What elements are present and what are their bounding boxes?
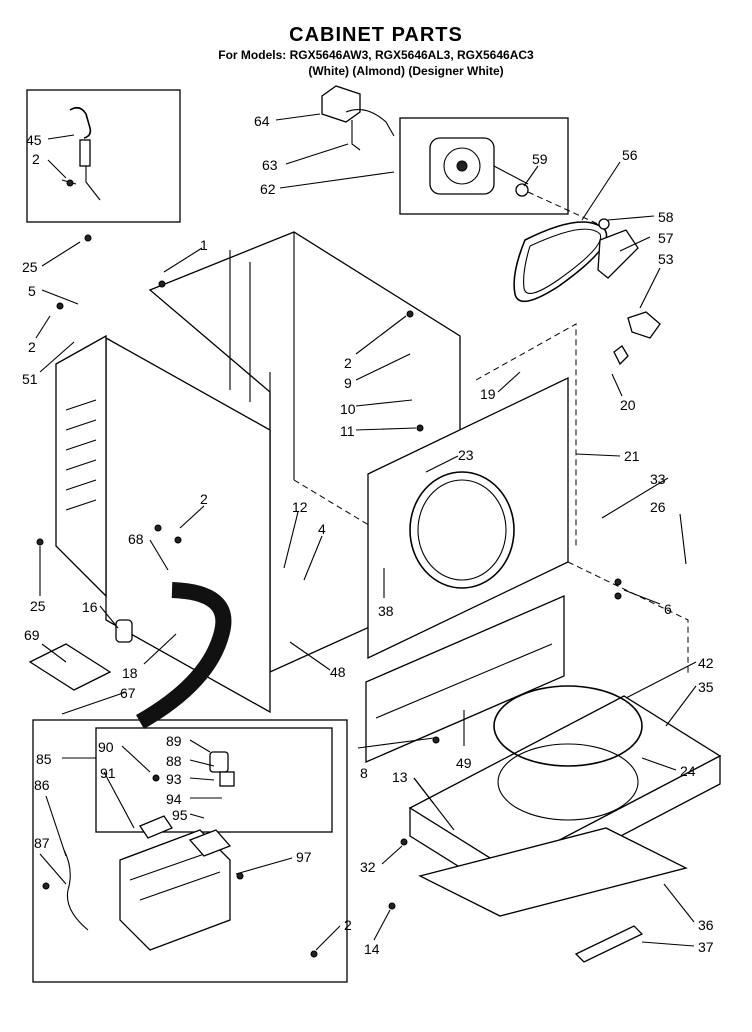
callout-67: 67	[120, 685, 136, 701]
callout-23: 23	[458, 447, 474, 463]
callout-62: 62	[260, 181, 276, 197]
callout-10: 10	[340, 401, 356, 417]
callout-9: 9	[344, 375, 352, 391]
callout-56: 56	[622, 147, 638, 163]
callout-24: 24	[680, 763, 696, 779]
callout-45: 45	[26, 132, 42, 148]
inset-box-motor	[399, 117, 569, 215]
callout-64: 64	[254, 113, 270, 129]
leader-lines	[35, 113, 697, 951]
callout-2d: 2	[200, 491, 208, 507]
callout-19: 19	[480, 386, 496, 402]
inset-box-gas-valve	[32, 719, 348, 983]
small-parts	[28, 619, 644, 963]
inset-box-burner-sensor	[26, 89, 181, 223]
toe-panel	[365, 595, 565, 763]
callout-36: 36	[698, 917, 714, 933]
diagram-title: CABINET PARTS	[289, 24, 463, 46]
exhaust-duct	[136, 582, 232, 729]
callout-4: 4	[318, 521, 326, 537]
drive-belt	[513, 221, 608, 303]
callout-12: 12	[292, 499, 308, 515]
callout-53: 53	[658, 251, 674, 267]
callout-2e: 2	[344, 917, 352, 933]
callout-20: 20	[620, 397, 636, 413]
callout-25a: 25	[22, 259, 38, 275]
callout-91: 91	[100, 765, 116, 781]
callout-6: 6	[664, 601, 672, 617]
front-panel	[367, 323, 689, 676]
base-assembly	[408, 685, 722, 917]
callout-21: 21	[624, 448, 640, 464]
callout-14: 14	[364, 941, 380, 957]
callout-57: 57	[658, 230, 674, 246]
callout-25b: 25	[30, 598, 46, 614]
callout-8: 8	[360, 765, 368, 781]
callout-94: 94	[166, 791, 182, 807]
callout-16: 16	[82, 599, 98, 615]
callout-labels: 45 2 64 63 62 59 56 58 57 53 1 25 5 2 51…	[22, 113, 714, 957]
callout-2c: 2	[344, 355, 352, 371]
callout-35: 35	[698, 679, 714, 695]
callout-1: 1	[200, 237, 208, 253]
side-panel	[105, 336, 271, 714]
callout-26: 26	[650, 499, 666, 515]
callout-63: 63	[262, 157, 278, 173]
drive-motor	[429, 137, 599, 225]
callout-5: 5	[28, 283, 36, 299]
fasteners	[36, 179, 622, 958]
callout-18: 18	[122, 665, 138, 681]
model-colors: (White) (Almond) (Designer White)	[308, 64, 504, 78]
callout-11: 11	[340, 423, 355, 439]
callout-59: 59	[532, 151, 548, 167]
idler-parts	[597, 218, 661, 366]
callout-68: 68	[128, 531, 144, 547]
callout-90: 90	[98, 739, 114, 755]
motor-bracket	[321, 85, 395, 151]
model-list: For Models: RGX5646AW3, RGX5646AL3, RGX5…	[218, 48, 534, 62]
callout-2a: 2	[32, 151, 40, 167]
callout-88: 88	[166, 753, 182, 769]
callout-33: 33	[650, 471, 666, 487]
callout-86: 86	[34, 777, 50, 793]
callout-48: 48	[330, 664, 346, 680]
callout-32: 32	[360, 859, 376, 875]
callout-89: 89	[166, 733, 182, 749]
callout-49: 49	[456, 755, 472, 771]
callout-85: 85	[36, 751, 52, 767]
callout-2b: 2	[28, 339, 36, 355]
rear-panel	[55, 334, 107, 598]
callout-93: 93	[166, 771, 182, 787]
callout-38: 38	[378, 603, 394, 619]
callout-87: 87	[34, 835, 50, 851]
callout-51: 51	[22, 371, 38, 387]
callout-95: 95	[172, 807, 188, 823]
sensor-part	[61, 106, 101, 201]
callout-13: 13	[392, 769, 408, 785]
callout-97: 97	[296, 849, 312, 865]
callout-69: 69	[24, 627, 40, 643]
gas-valve-assembly	[63, 751, 235, 951]
callout-58: 58	[658, 209, 674, 225]
callout-42: 42	[698, 655, 714, 671]
callout-37: 37	[698, 939, 714, 955]
